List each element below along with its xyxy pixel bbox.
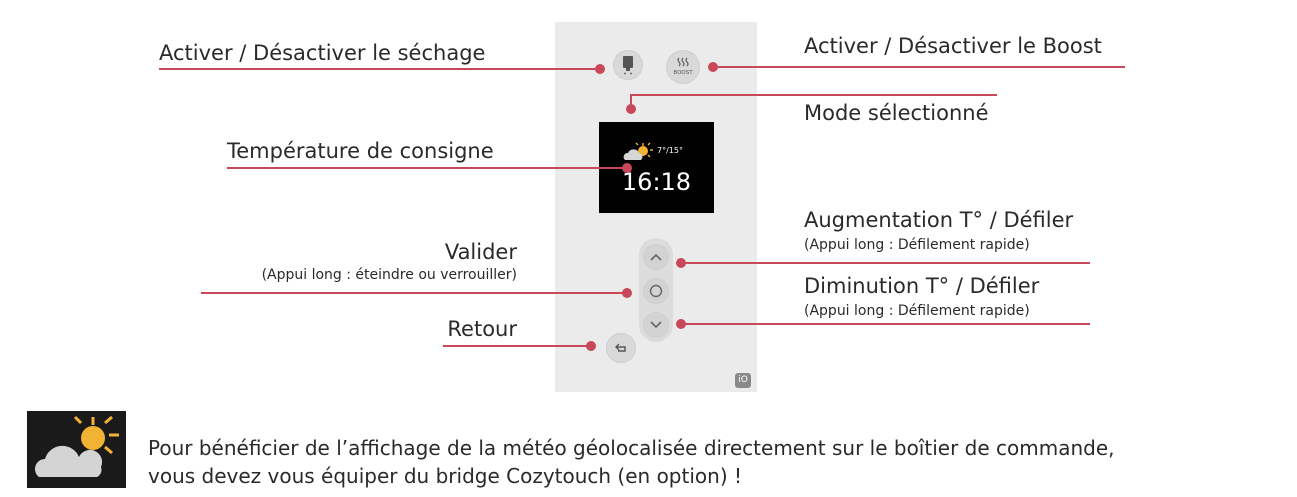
boost-button[interactable]: BOOST [666, 50, 700, 84]
meteo-box [27, 411, 126, 488]
leader-sechage [159, 68, 599, 70]
dot-mode [626, 104, 636, 114]
meteo-note-line2: vous devez vous équiper du bridge Cozyto… [148, 464, 742, 488]
chevron-down-icon [650, 321, 662, 329]
leader-diminution [680, 323, 1090, 325]
leader-mode-h [630, 94, 997, 96]
drying-button[interactable] [613, 50, 643, 80]
dot-valider [622, 288, 632, 298]
drying-icon [623, 56, 633, 75]
down-button[interactable] [643, 312, 669, 338]
label-temperature: Température de consigne [227, 139, 494, 163]
chevron-up-icon [650, 253, 662, 261]
validate-button[interactable] [643, 278, 669, 304]
circle-icon [649, 284, 663, 298]
meteo-note: Pour bénéficier de l’affichage de la mét… [148, 434, 1115, 490]
weather-icon [35, 415, 119, 477]
label-valider: Valider [444, 240, 517, 264]
label-retour: Retour [447, 317, 517, 341]
boost-icon: BOOST [673, 57, 693, 76]
screen-temperature: 7°/15° [657, 146, 683, 155]
dot-sechage [595, 64, 605, 74]
return-button[interactable] [606, 333, 636, 363]
meteo-note-line1: Pour bénéficier de l’affichage de la mét… [148, 436, 1115, 460]
dot-boost [708, 62, 718, 72]
label-augmentation: Augmentation T° / Défiler [804, 208, 1074, 232]
label-valider-sub: (Appui long : éteindre ou verrouiller) [261, 267, 517, 283]
boost-text: BOOST [673, 70, 693, 76]
leader-augmentation [680, 262, 1090, 264]
return-icon [615, 343, 626, 352]
dot-augmentation [676, 258, 686, 268]
label-diminution-sub: (Appui long : Défilement rapide) [804, 303, 1030, 319]
screen-time: 16:18 [621, 168, 692, 196]
dot-diminution [676, 319, 686, 329]
leader-temperature [227, 167, 627, 169]
display-screen: 7°/15° 16:18 [599, 122, 714, 213]
label-augmentation-sub: (Appui long : Défilement rapide) [804, 237, 1030, 253]
leader-valider [201, 292, 626, 294]
weather-icon [623, 142, 653, 160]
label-diminution: Diminution T° / Défiler [804, 274, 1040, 298]
leader-mode-v [630, 94, 632, 110]
leader-retour [443, 345, 591, 347]
label-boost: Activer / Désactiver le Boost [804, 34, 1102, 58]
label-mode: Mode sélectionné [804, 101, 989, 125]
leader-boost [712, 66, 1125, 68]
label-sechage: Activer / Désactiver le séchage [159, 41, 486, 65]
dot-temperature [622, 163, 632, 173]
io-logo: iO [735, 373, 751, 388]
dot-retour [586, 341, 596, 351]
up-button[interactable] [643, 244, 669, 270]
